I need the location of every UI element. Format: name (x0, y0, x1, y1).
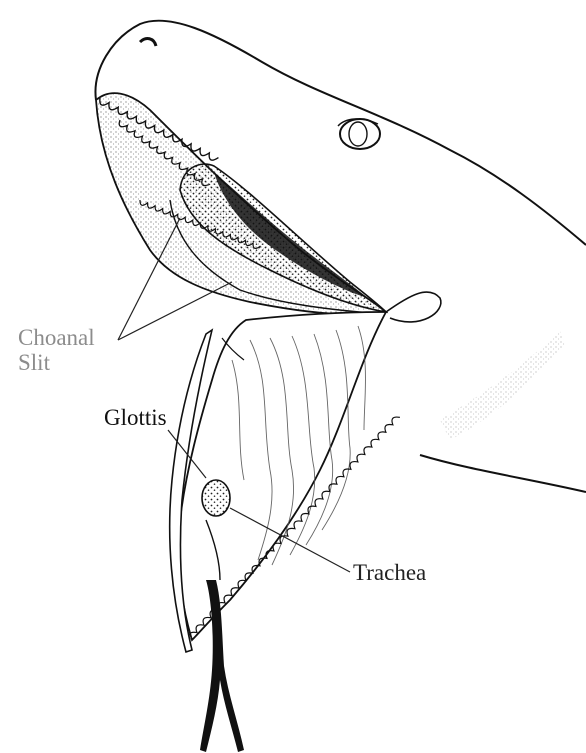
trachea-label: Trachea (353, 560, 426, 585)
eye (340, 119, 380, 149)
choanal-slit-label: Choanal Slit (18, 325, 95, 376)
nostril (140, 39, 156, 46)
neck-outline (420, 455, 586, 492)
choanal-label-line2: Slit (18, 350, 95, 375)
glottis-label: Glottis (104, 405, 167, 430)
glottis-opening (202, 480, 230, 516)
choanal-label-line1: Choanal (18, 325, 95, 350)
